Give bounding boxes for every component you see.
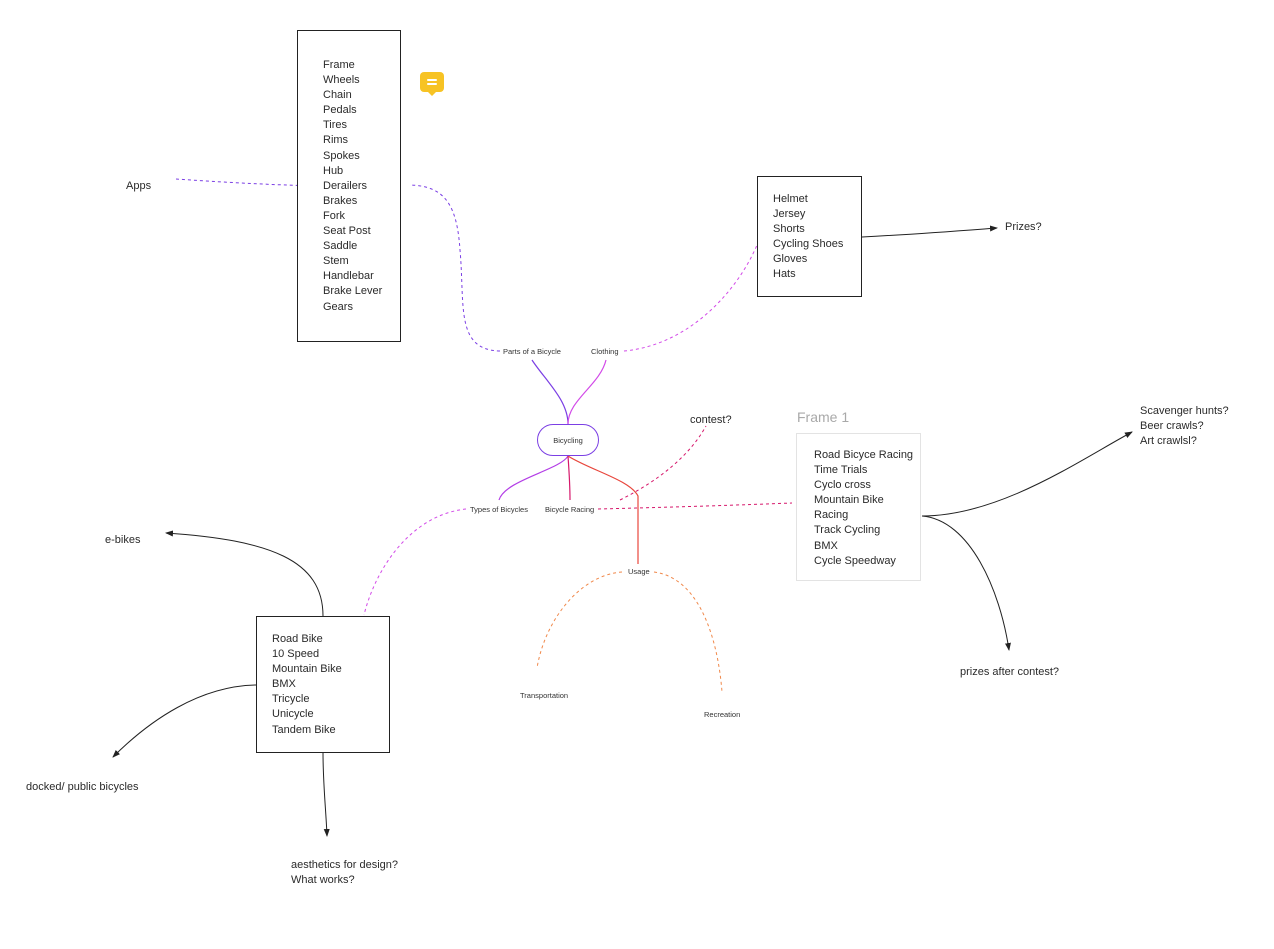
types-to-docked-arrow (112, 684, 257, 758)
clothing-to-prizes-arrow (861, 225, 998, 238)
branch-usage-line (567, 455, 639, 564)
note-aesthetics[interactable]: aesthetics for design? What works? (291, 858, 398, 888)
branch-recreation-label[interactable]: Recreation (704, 710, 741, 719)
bicycle-type-item: Unicycle (272, 708, 314, 721)
racing-type-item: Road Bicyce Racing (814, 449, 914, 461)
part-item: Gears (323, 300, 353, 313)
part-item: Chain (323, 89, 352, 102)
part-item: Derailers (323, 179, 368, 192)
types-to-box-dashed (363, 508, 467, 616)
types-to-aesthetics-arrow (322, 751, 330, 837)
note-docked[interactable]: docked/ public bicycles (26, 781, 139, 793)
note-crawls-line-3: Art crawlsl? (1140, 435, 1197, 447)
racing-to-contest-dashed (619, 425, 707, 501)
types-to-ebikes-arrow (165, 530, 324, 617)
branch-racing-label[interactable]: Bicycle Racing (545, 505, 595, 514)
clothing-item: Cycling Shoes (773, 238, 844, 251)
note-aesthetics-line-1: aesthetics for design? (291, 859, 399, 871)
branch-parts-label[interactable]: Parts of a Bicycle (503, 347, 561, 356)
clothing-item: Gloves (773, 253, 808, 266)
part-item: Tires (323, 119, 348, 132)
racing-type-item: Time Trials (814, 464, 868, 477)
racing-type-item: Racing (814, 509, 849, 522)
racing-to-frame-dashed (597, 502, 793, 510)
racing-type-item: Track Cycling (814, 524, 881, 537)
frame-to-crawls-arrow (921, 431, 1133, 517)
usage-to-transportation-dashed (536, 571, 623, 669)
frame-title[interactable]: Frame 1 (797, 409, 850, 425)
part-item: Wheels (323, 74, 360, 87)
racing-type-item: Mountain Bike (814, 494, 884, 507)
bicycle-type-item: BMX (272, 678, 296, 691)
note-contest[interactable]: contest? (690, 414, 732, 426)
racing-type-item: Cycle Speedway (814, 554, 896, 567)
parts-to-box-dashed (409, 184, 501, 352)
comment-icon[interactable] (420, 72, 444, 96)
note-crawls-line-1: Scavenger hunts? (1140, 405, 1229, 417)
note-crawls-line-2: Beer crawls? (1140, 420, 1204, 432)
clothing-item: Helmet (773, 193, 808, 205)
part-item: Seat Post (323, 225, 371, 238)
part-item: Rims (323, 134, 349, 147)
branch-transportation-label[interactable]: Transportation (520, 691, 569, 700)
note-prizes[interactable]: Prizes? (1005, 221, 1042, 233)
note-prizes-after[interactable]: prizes after contest? (960, 666, 1060, 678)
note-apps[interactable]: Apps (126, 180, 152, 192)
racing-type-item: BMX (814, 539, 838, 552)
branch-usage-label[interactable]: Usage (628, 567, 650, 576)
branch-types-line (498, 455, 569, 501)
note-ebikes[interactable]: e-bikes (105, 534, 141, 546)
part-item: Pedals (323, 104, 357, 117)
branch-types-label[interactable]: Types of Bicycles (470, 505, 528, 514)
bicycle-type-item: Tandem Bike (272, 723, 336, 736)
part-item: Fork (323, 209, 345, 222)
bicycle-type-item: Mountain Bike (272, 663, 342, 676)
branch-clothing-line (567, 359, 607, 425)
part-item: Handlebar (323, 270, 374, 283)
clothing-to-box-dashed (623, 244, 758, 352)
branch-parts-line (531, 359, 569, 425)
note-aesthetics-line-2: What works? (291, 874, 355, 886)
part-item: Brake Lever (323, 285, 383, 298)
note-crawls[interactable]: Scavenger hunts? Beer crawls? Art crawls… (1140, 404, 1229, 449)
clothing-item: Shorts (773, 223, 805, 236)
part-item: Spokes (323, 149, 360, 162)
part-item: Stem (323, 255, 349, 268)
branch-clothing-label[interactable]: Clothing (591, 347, 619, 356)
usage-to-recreation-dashed (653, 571, 723, 693)
bicycle-type-item: Road Bike (272, 633, 323, 645)
racing-type-item: Cyclo cross (814, 479, 871, 492)
clothing-item: Hats (773, 268, 796, 281)
part-item: Frame (323, 59, 355, 71)
central-topic-node[interactable]: Bicycling (537, 424, 599, 456)
frame-to-prizes-after-arrow (921, 515, 1011, 651)
part-item: Saddle (323, 240, 358, 253)
part-item: Hub (323, 164, 344, 177)
clothing-item: Jersey (773, 208, 806, 221)
branch-racing-line (567, 455, 571, 501)
part-item: Brakes (323, 194, 358, 207)
bicycle-type-item: 10 Speed (272, 648, 320, 661)
bicycle-type-item: Tricycle (272, 693, 310, 706)
